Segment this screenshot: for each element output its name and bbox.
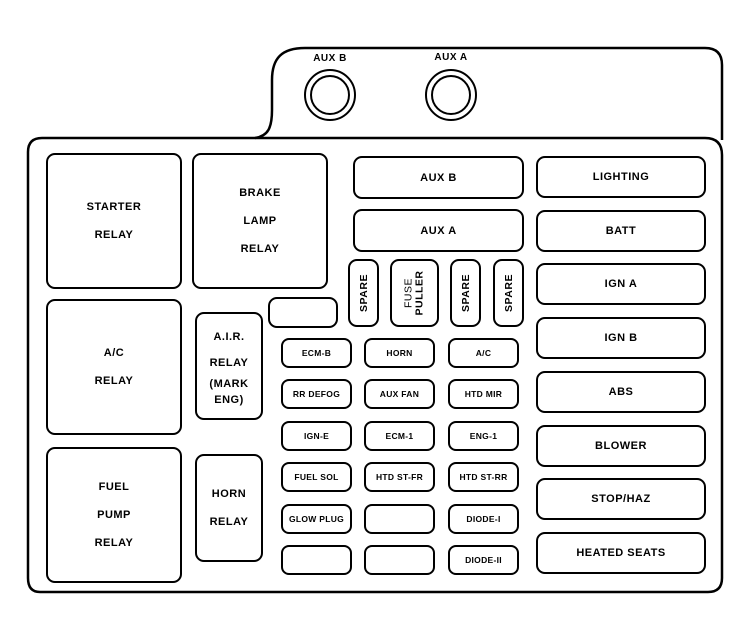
fuel-pump-relay-line2: PUMP <box>97 509 131 521</box>
ac-relay[interactable]: A/C RELAY <box>46 299 182 435</box>
mini-fuse-htd-st-rr[interactable]: HTD ST-RR <box>448 462 519 492</box>
mini-fuse-empty[interactable] <box>364 504 435 534</box>
aux-a-connector <box>425 69 477 121</box>
mini-fuse-label: HTD ST-FR <box>375 472 424 482</box>
maxi-fuse-blower[interactable]: BLOWER <box>536 425 706 467</box>
mini-fuse-aux-fan[interactable]: AUX FAN <box>364 379 435 409</box>
air-relay[interactable]: A.I.R. RELAY (MARK ENG) <box>195 312 263 420</box>
maxi-fuse-label: BATT <box>605 225 637 237</box>
fuse-puller-line2: PULLER <box>413 270 426 316</box>
ac-relay-line2: RELAY <box>94 375 134 387</box>
air-relay-line3: (MARK <box>209 378 249 390</box>
mini-fuse-a-c[interactable]: A/C <box>448 338 519 368</box>
maxi-fuse-label: IGN B <box>604 332 638 344</box>
air-relay-line2: RELAY <box>209 357 249 369</box>
mini-fuse-diode-ii[interactable]: DIODE-II <box>448 545 519 575</box>
brake-lamp-relay[interactable]: BRAKE LAMP RELAY <box>192 153 328 289</box>
mini-fuse-label: ECM-1 <box>385 431 414 441</box>
mini-fuse-label: ENG-1 <box>469 431 498 441</box>
spare-label: SPARE <box>502 274 515 312</box>
aux-a-fuse[interactable]: AUX A <box>353 209 524 252</box>
mini-fuse-htd-mir[interactable]: HTD MIR <box>448 379 519 409</box>
housing-outline <box>254 46 724 140</box>
mini-fuse-empty[interactable] <box>281 545 352 575</box>
maxi-fuse-label: HEATED SEATS <box>576 547 666 559</box>
fuel-pump-relay[interactable]: FUEL PUMP RELAY <box>46 447 182 583</box>
maxi-fuse-label: IGN A <box>604 278 638 290</box>
aux-b-fuse-label: AUX B <box>420 171 457 184</box>
spare-slot-2[interactable]: SPARE <box>450 259 481 327</box>
empty-slot[interactable] <box>268 297 338 328</box>
mini-fuse-label: IGN-E <box>303 431 330 441</box>
starter-relay-line1: STARTER <box>86 201 142 213</box>
mini-fuse-label: ECM-B <box>301 348 332 358</box>
mini-fuse-ecm-1[interactable]: ECM-1 <box>364 421 435 451</box>
horn-relay[interactable]: HORN RELAY <box>195 454 263 562</box>
aux-a-fuse-label: AUX A <box>420 224 457 237</box>
fuse-puller[interactable]: FUSE PULLER <box>390 259 439 327</box>
spare-label: SPARE <box>459 274 472 312</box>
brake-lamp-relay-line1: BRAKE <box>239 187 281 199</box>
brake-lamp-relay-line2: LAMP <box>243 215 277 227</box>
mini-fuse-fuel-sol[interactable]: FUEL SOL <box>281 462 352 492</box>
mini-fuse-label: HTD ST-RR <box>459 472 508 482</box>
air-relay-line4: ENG) <box>214 394 244 406</box>
maxi-fuse-label: STOP/HAZ <box>591 493 651 505</box>
mini-fuse-ecm-b[interactable]: ECM-B <box>281 338 352 368</box>
horn-relay-line1: HORN <box>211 488 247 500</box>
mini-fuse-eng-1[interactable]: ENG-1 <box>448 421 519 451</box>
mini-fuse-empty[interactable] <box>364 545 435 575</box>
aux-b-connector-label: AUX B <box>313 53 347 64</box>
starter-relay[interactable]: STARTER RELAY <box>46 153 182 289</box>
main-panel-outline <box>26 136 724 594</box>
spare-slot-1[interactable]: SPARE <box>348 259 379 327</box>
fuel-pump-relay-line3: RELAY <box>94 537 134 549</box>
maxi-fuse-ign-a[interactable]: IGN A <box>536 263 706 305</box>
mini-fuse-label: DIODE-II <box>465 555 502 565</box>
brake-lamp-relay-line3: RELAY <box>240 243 280 255</box>
maxi-fuse-ign-b[interactable]: IGN B <box>536 317 706 359</box>
mini-fuse-label: HORN <box>386 348 413 358</box>
aux-b-fuse[interactable]: AUX B <box>353 156 524 199</box>
mini-fuse-label: RR DEFOG <box>292 389 341 399</box>
starter-relay-line2: RELAY <box>94 229 134 241</box>
aux-b-connector <box>304 69 356 121</box>
mini-fuse-label: DIODE-I <box>466 514 501 524</box>
horn-relay-line2: RELAY <box>209 516 249 528</box>
mini-fuse-glow-plug[interactable]: GLOW PLUG <box>281 504 352 534</box>
ac-relay-line1: A/C <box>103 347 125 359</box>
maxi-fuse-heated-seats[interactable]: HEATED SEATS <box>536 532 706 574</box>
mini-fuse-ign-e[interactable]: IGN-E <box>281 421 352 451</box>
mini-fuse-label: A/C <box>475 348 492 358</box>
maxi-fuse-label: ABS <box>608 386 634 398</box>
mini-fuse-horn[interactable]: HORN <box>364 338 435 368</box>
maxi-fuse-label: BLOWER <box>595 440 647 452</box>
mini-fuse-rr-defog[interactable]: RR DEFOG <box>281 379 352 409</box>
mini-fuse-htd-st-fr[interactable]: HTD ST-FR <box>364 462 435 492</box>
mini-fuse-diode-i[interactable]: DIODE-I <box>448 504 519 534</box>
mini-fuse-label: HTD MIR <box>464 389 503 399</box>
maxi-fuse-lighting[interactable]: LIGHTING <box>536 156 706 198</box>
air-relay-line1: A.I.R. <box>213 331 245 343</box>
aux-a-connector-label: AUX A <box>434 52 468 63</box>
maxi-fuse-stop-haz[interactable]: STOP/HAZ <box>536 478 706 520</box>
maxi-fuse-label: LIGHTING <box>592 171 650 183</box>
mini-fuse-label: AUX FAN <box>379 389 420 399</box>
mini-fuse-label: GLOW PLUG <box>288 514 345 524</box>
spare-label: SPARE <box>357 274 370 312</box>
maxi-fuse-abs[interactable]: ABS <box>536 371 706 413</box>
maxi-fuse-batt[interactable]: BATT <box>536 210 706 252</box>
spare-slot-3[interactable]: SPARE <box>493 259 524 327</box>
mini-fuse-label: FUEL SOL <box>294 472 339 482</box>
fuel-pump-relay-line1: FUEL <box>98 481 130 493</box>
